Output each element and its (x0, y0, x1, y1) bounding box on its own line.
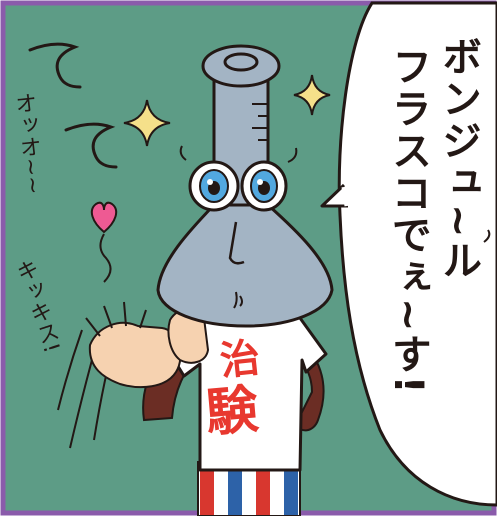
squiggle-mark-1 (28, 42, 82, 89)
speech-bubble-line-2: フラスコでぇ~す! (385, 46, 431, 396)
eyelash (287, 147, 298, 163)
speech-bubble-tail (320, 183, 348, 208)
speech-bubble (337, 1, 497, 507)
left-eye (188, 160, 240, 212)
flask-body (156, 203, 334, 328)
heart-trail (99, 233, 112, 283)
bubble-tick (483, 229, 491, 243)
speech-bubble-line-1: ボンジュ~ル (435, 36, 481, 282)
sparkle-icon (293, 74, 331, 116)
nose (228, 221, 245, 265)
mouth (233, 291, 243, 309)
left-hand (88, 321, 182, 389)
left-hand-fingers (85, 301, 147, 337)
sparkle-icon (123, 99, 171, 147)
flask-gradations (252, 103, 268, 141)
eyelash (179, 145, 187, 161)
shirt-text-line-1: 治 (217, 335, 263, 385)
squiggle-mark-2 (64, 122, 118, 169)
heart-icon (90, 201, 118, 234)
shirt-text-line-2: 験 (203, 379, 261, 445)
right-eye (240, 160, 288, 212)
flask-mouth (223, 52, 259, 72)
speech-bubble-tail-join (341, 186, 350, 207)
flask-rim (201, 44, 281, 88)
